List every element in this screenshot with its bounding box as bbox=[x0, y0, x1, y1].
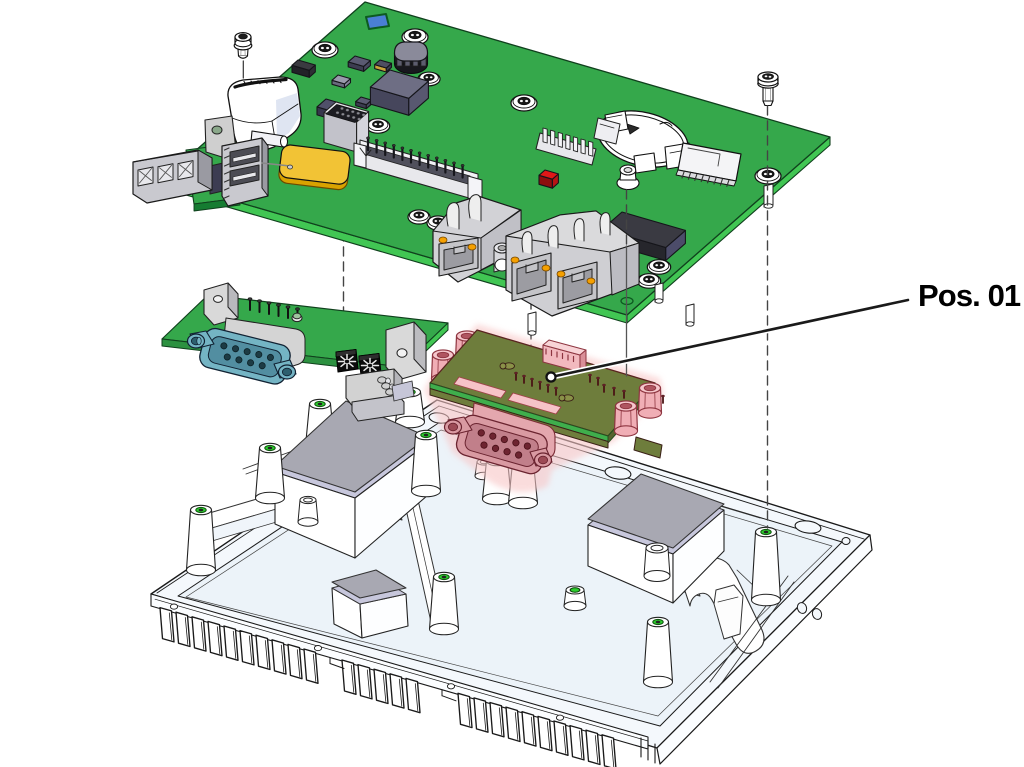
svg-text:Pos. 01: Pos. 01 bbox=[918, 278, 1021, 313]
